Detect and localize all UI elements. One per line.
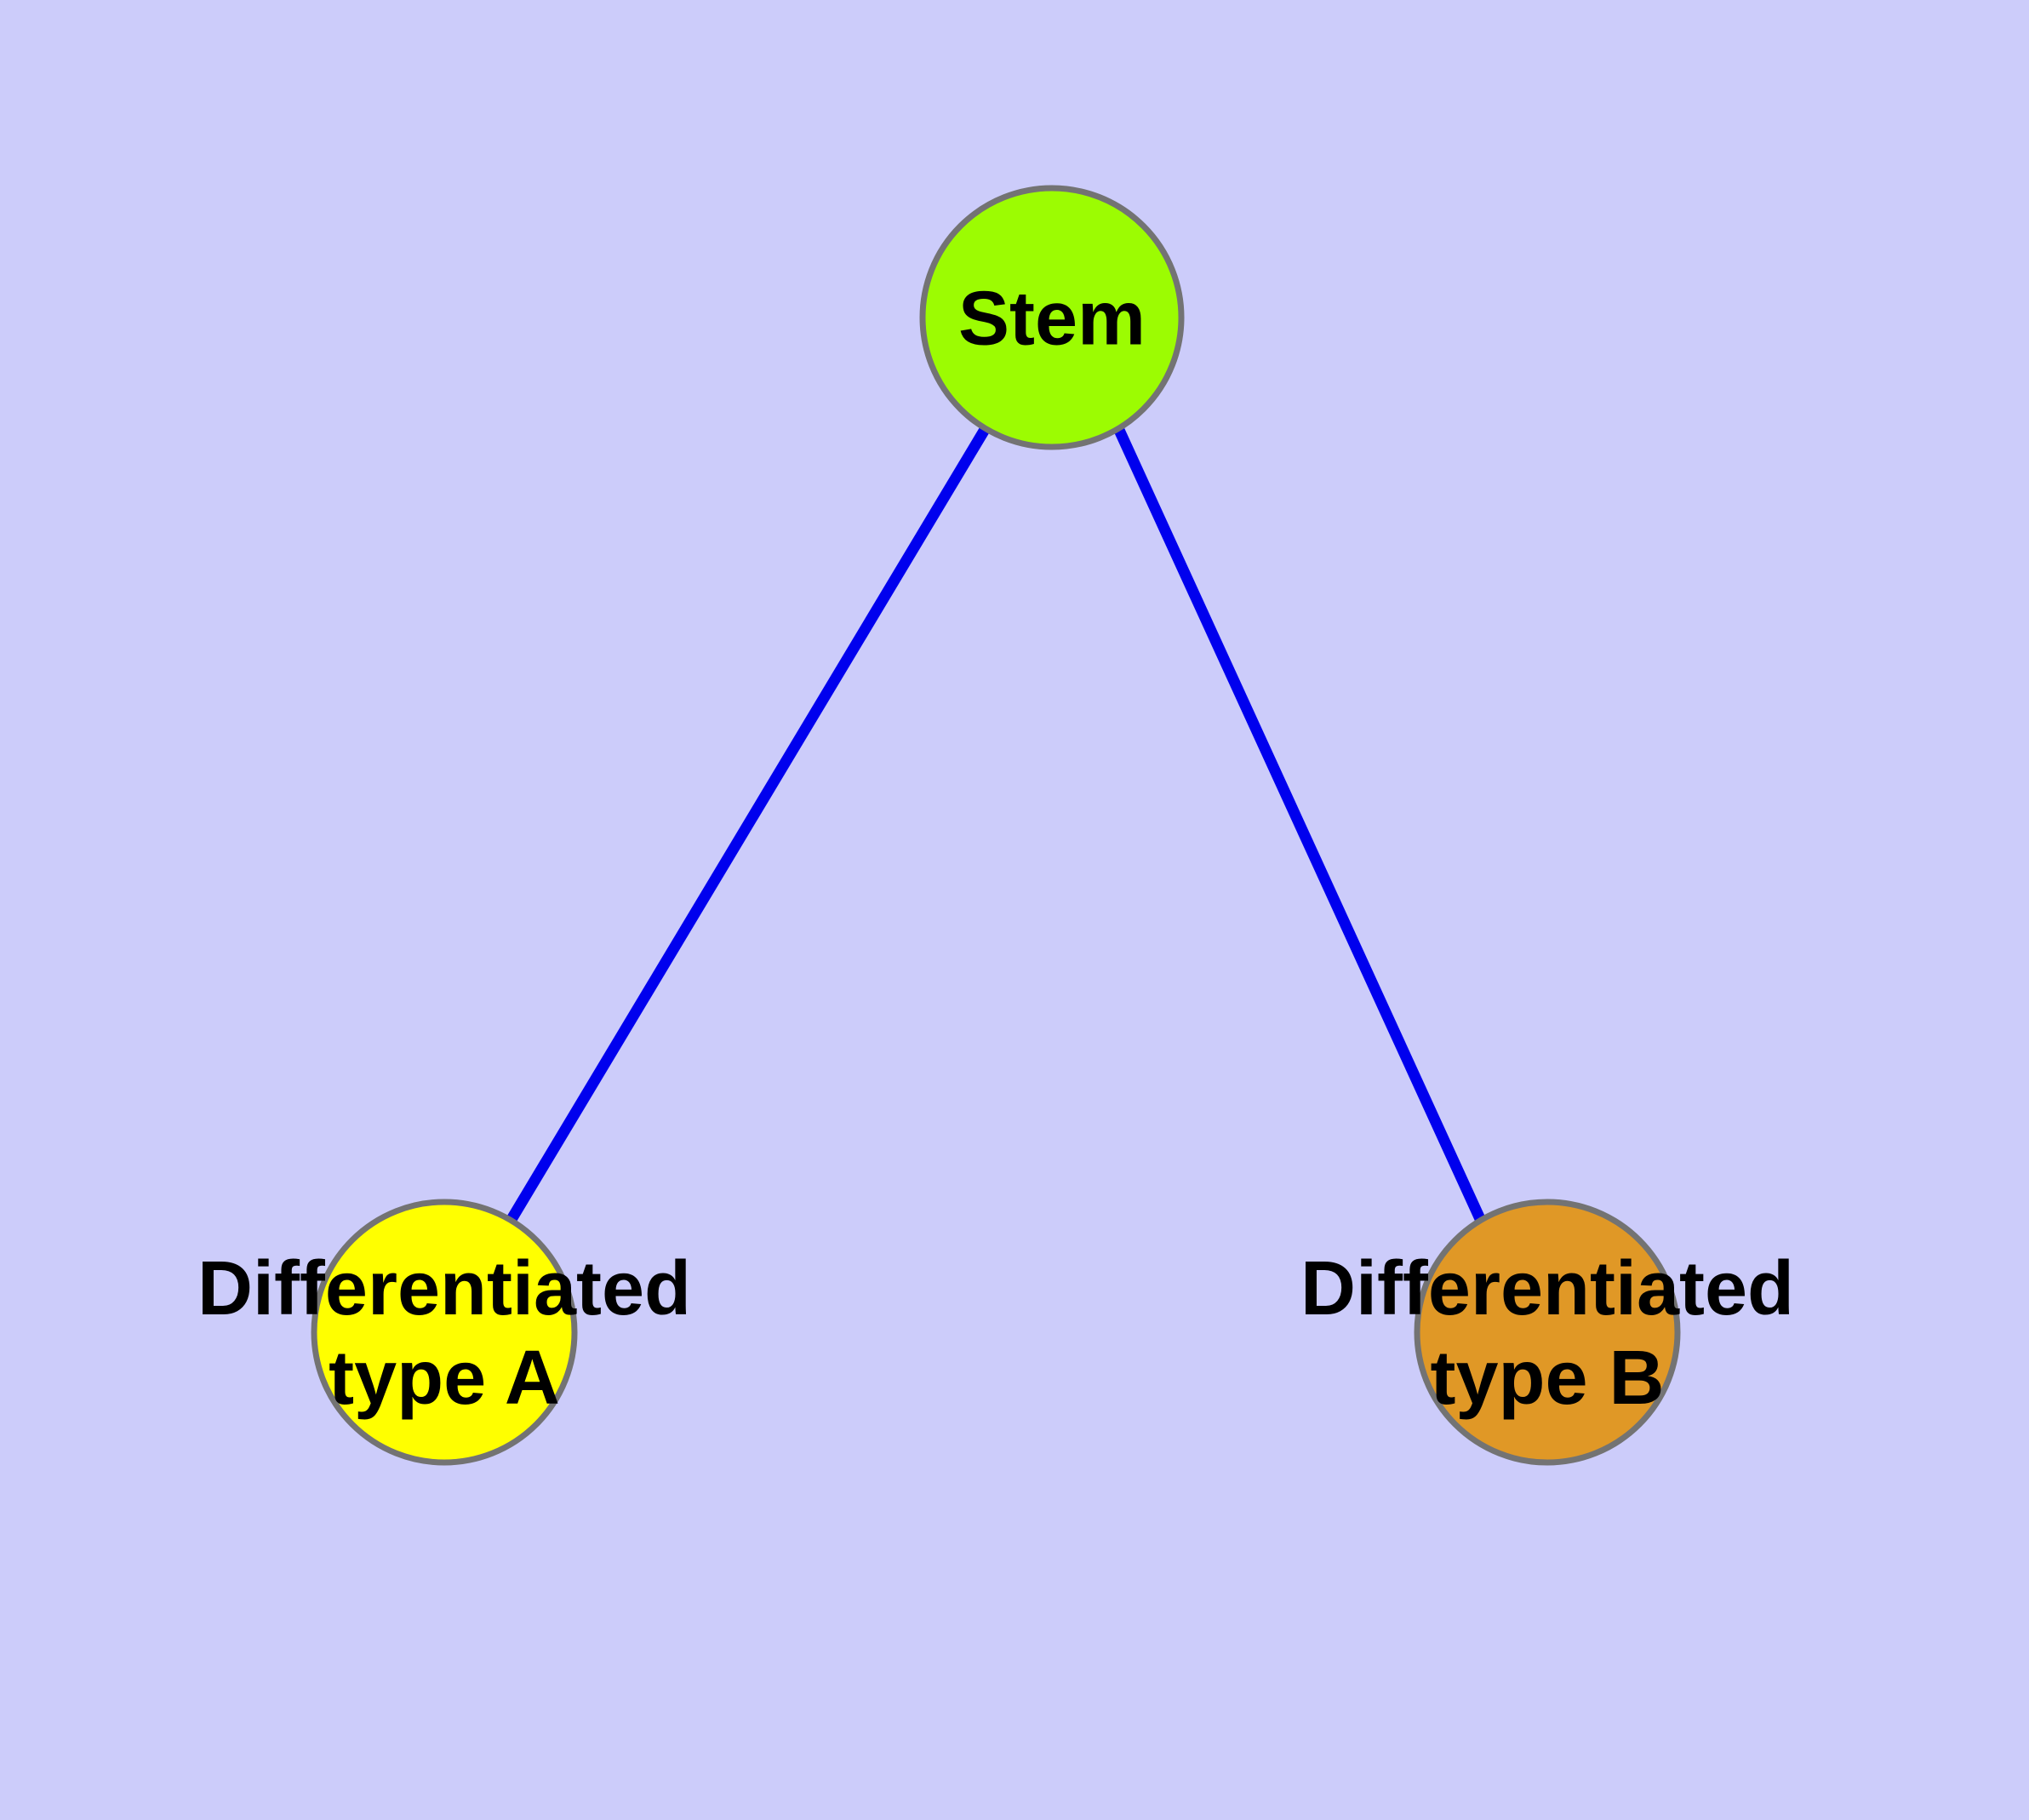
node-circle-differentiated-type-b[interactable] [1414, 1199, 1681, 1466]
edge-stem-to-differentiated-type-a[interactable] [506, 425, 991, 1224]
node-label-stem: Stem [958, 277, 1146, 362]
node-circle-differentiated-type-a[interactable] [311, 1199, 578, 1466]
node-differentiated-type-a[interactable] [311, 1199, 578, 1466]
node-differentiated-type-b[interactable] [1414, 1199, 1681, 1466]
node-label-line: Differentiated [197, 1246, 691, 1331]
edge-stem-to-differentiated-type-b[interactable] [1113, 426, 1486, 1223]
node-circle-stem[interactable] [919, 185, 1185, 450]
node-stem[interactable] [919, 185, 1185, 450]
edge-layer [506, 425, 1486, 1224]
node-layer [311, 185, 1681, 1466]
node-label-line: Differentiated [1300, 1246, 1794, 1331]
node-label-line: Stem [958, 277, 1146, 362]
node-label-line: type B [1430, 1336, 1664, 1421]
node-label-line: type A [329, 1336, 560, 1421]
